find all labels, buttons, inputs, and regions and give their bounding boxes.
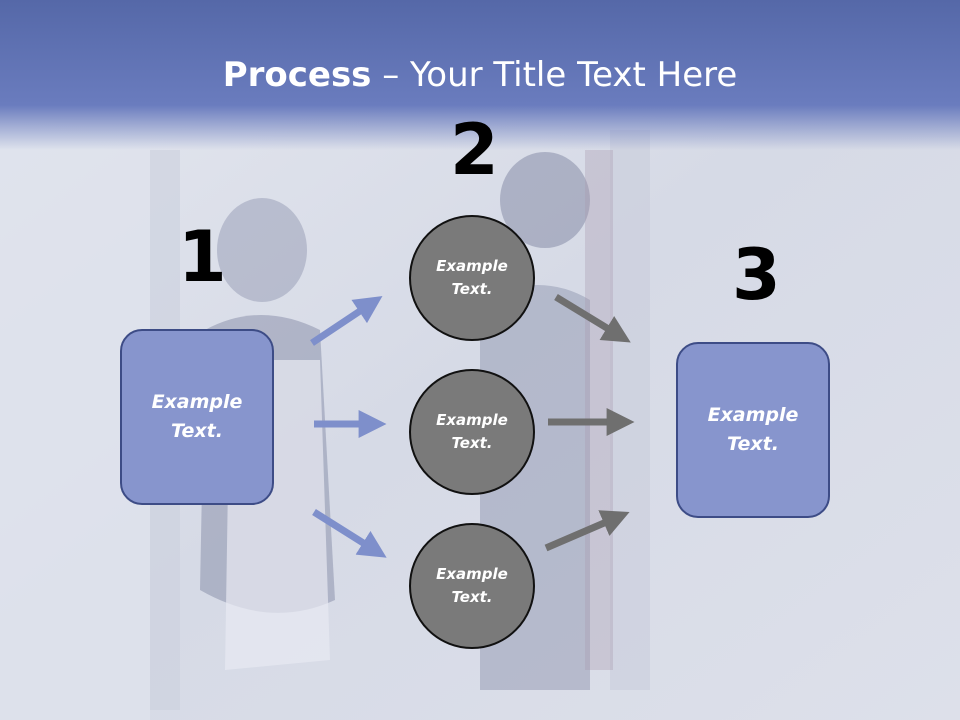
step-1-box: Example Text. bbox=[120, 329, 274, 505]
step-2-circle-1: Example Text. bbox=[409, 215, 535, 341]
title-bold: Process bbox=[222, 55, 372, 95]
title-band bbox=[0, 0, 960, 150]
step-2-circle-3-text: Example Text. bbox=[436, 565, 508, 606]
arrow-2c-to-3 bbox=[544, 510, 630, 552]
step-2-circle-1-text: Example Text. bbox=[436, 257, 508, 298]
arrow-1-to-2c bbox=[312, 509, 387, 558]
slide-title: Process – Your Title Text Here bbox=[0, 52, 960, 98]
title-rest: – Your Title Text Here bbox=[371, 55, 738, 95]
step-3-number: 3 bbox=[732, 234, 781, 316]
arrow-1-to-2a bbox=[310, 296, 383, 346]
step-2-number: 2 bbox=[450, 109, 499, 191]
step-1-number: 1 bbox=[178, 216, 227, 298]
step-2-circle-2: Example Text. bbox=[409, 369, 535, 495]
step-2-circle-2-text: Example Text. bbox=[436, 411, 508, 452]
arrow-2a-to-3 bbox=[554, 294, 631, 343]
step-2-circle-3: Example Text. bbox=[409, 523, 535, 649]
step-3-text: Example Text. bbox=[707, 404, 799, 455]
step-1-text: Example Text. bbox=[151, 391, 243, 442]
step-3-box: Example Text. bbox=[676, 342, 830, 518]
